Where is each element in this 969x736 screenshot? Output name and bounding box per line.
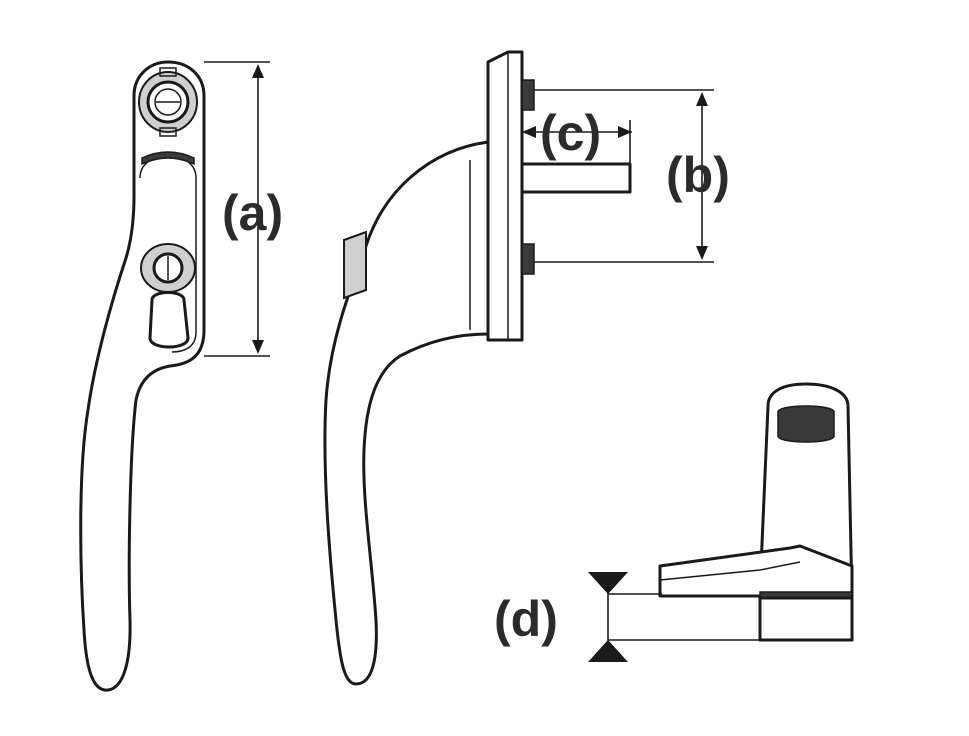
dimension-d (588, 572, 760, 662)
side-view-handle (323, 50, 632, 686)
dimension-c (522, 120, 632, 164)
dimension-b (534, 89, 714, 263)
label-c: (c) (540, 105, 601, 161)
dimension-a (204, 61, 270, 357)
label-d: (d) (494, 591, 558, 647)
label-a: (a) (222, 185, 283, 241)
label-b: (b) (666, 147, 730, 203)
keep-striker (658, 382, 854, 642)
front-view-handle (79, 60, 206, 692)
